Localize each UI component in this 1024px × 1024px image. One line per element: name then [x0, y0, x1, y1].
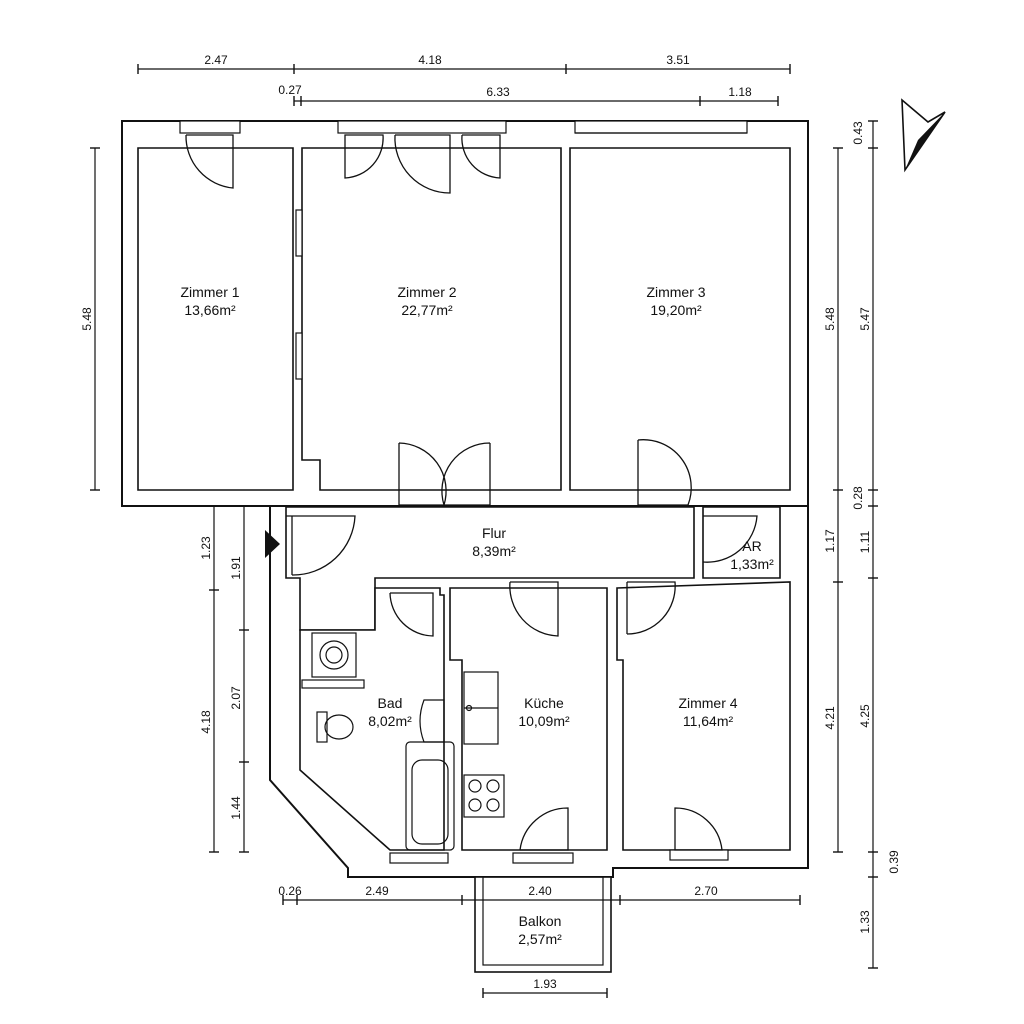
doors: [185, 134, 758, 851]
room-name-zimmer1: Zimmer 1: [180, 284, 239, 300]
dim-right-outer-c: 0.28: [851, 486, 865, 510]
room-name-balkon: Balkon: [519, 913, 562, 929]
washer-icon: [311, 632, 357, 678]
room-labels: Zimmer 1 13,66m² Zimmer 2 22,77m² Zimmer…: [180, 284, 774, 947]
dim-top2-c: 1.18: [728, 85, 752, 99]
dim-top2-a: 0.27: [278, 83, 302, 97]
window: [512, 852, 574, 864]
room-area-balkon: 2,57m²: [518, 931, 562, 947]
dim-left-c: 4.18: [199, 710, 213, 734]
fixtures: [301, 632, 505, 851]
dim-top2-b: 6.33: [486, 85, 510, 99]
room-name-zimmer4: Zimmer 4: [678, 695, 737, 711]
window: [574, 120, 748, 134]
room-area-flur: 8,39m²: [472, 543, 516, 559]
dimension-lines: 2.47 4.18 3.51 0.27 6.33 1.18 5.48 1.23 …: [80, 53, 901, 998]
window: [337, 120, 507, 134]
dim-right-outer-b: 5.47: [858, 307, 872, 331]
dim-right-inner-a: 5.48: [823, 307, 837, 331]
room-area-zimmer4: 11,64m²: [683, 713, 734, 729]
dim-right-outer-d: 1.11: [858, 530, 872, 553]
dim-left-inner-b: 2.07: [229, 686, 243, 710]
window: [295, 332, 303, 380]
stove-icon: [463, 774, 505, 818]
dim-right-outer-a: 0.43: [851, 121, 865, 145]
room-area-zimmer3: 19,20m²: [650, 302, 702, 318]
room-area-ar: 1,33m²: [730, 556, 774, 572]
dim-left-a: 5.48: [80, 307, 94, 331]
dim-right-inner-b: 1.17: [823, 529, 837, 553]
room-name-zimmer2: Zimmer 2: [397, 284, 456, 300]
dim-top1-c: 3.51: [666, 53, 690, 67]
dim-bottom-c: 2.40: [528, 884, 552, 898]
window: [389, 852, 449, 864]
room-area-kueche: 10,09m²: [518, 713, 570, 729]
room-interiors: [137, 147, 791, 851]
north-arrow-icon: [901, 98, 946, 173]
dim-bottom-a: 0.26: [278, 884, 302, 898]
room-area-zimmer2: 22,77m²: [401, 302, 453, 318]
dim-top1-b: 4.18: [418, 53, 442, 67]
dim-right-outer-f: 0.39: [887, 850, 901, 874]
room-name-bad: Bad: [378, 695, 403, 711]
room-name-ar: AR: [742, 538, 761, 554]
dim-balkon-width: 1.93: [533, 977, 557, 991]
room-name-flur: Flur: [482, 525, 506, 541]
dim-left-inner-a: 1.91: [229, 556, 243, 580]
dim-right-inner-c: 4.21: [823, 706, 837, 730]
dim-left-b: 1.23: [199, 536, 213, 560]
dim-bottom-b: 2.49: [365, 884, 389, 898]
window: [179, 120, 241, 134]
entrance-arrow-icon: [265, 530, 280, 558]
room-area-zimmer1: 13,66m²: [184, 302, 236, 318]
dim-top1-a: 2.47: [204, 53, 228, 67]
bathtub-icon: [405, 741, 455, 851]
dim-bottom-d: 2.70: [694, 884, 718, 898]
dim-right-outer-e: 4.25: [858, 704, 872, 728]
room-name-zimmer3: Zimmer 3: [646, 284, 705, 300]
dim-right-outer-g: 1.33: [858, 910, 872, 934]
dim-left-inner-c: 1.44: [229, 796, 243, 820]
balcony: [474, 876, 612, 973]
windows: [179, 120, 748, 864]
toilet-icon: [316, 711, 354, 743]
kitchen-sink-icon: [463, 671, 499, 745]
window: [295, 209, 303, 257]
room-area-bad: 8,02m²: [368, 713, 412, 729]
room-name-kueche: Küche: [524, 695, 564, 711]
window: [669, 849, 729, 861]
